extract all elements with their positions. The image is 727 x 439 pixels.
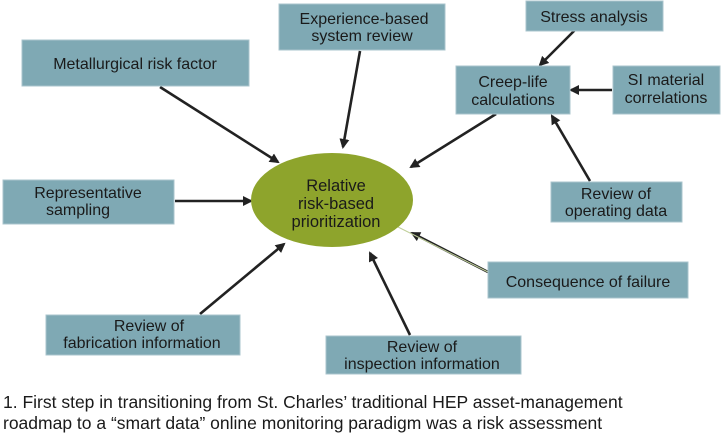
representative-label-line-2: sampling [46, 202, 110, 219]
consequence-label: Consequence of failure [506, 274, 671, 291]
box-inspection [325, 335, 522, 375]
arrow-operating-to-creep [550, 114, 592, 182]
node-review-of-fabrication-information: Review of fabrication information [45, 314, 241, 356]
consequence-guide-line [395, 225, 489, 273]
box-creep [455, 65, 571, 115]
center-ellipse [251, 153, 413, 247]
inspection-label-line-1: Review of [387, 339, 458, 356]
center-node: Relative risk-based prioritization [251, 153, 413, 247]
arrow-inspection-to-center [368, 251, 412, 336]
center-label-line-1: Relative [306, 177, 366, 195]
node-si-material-correlations: SI material correlations [612, 65, 721, 115]
si-label-line-1: SI material [628, 72, 704, 89]
node-experience-based-system-review: Experience-based system review [278, 3, 446, 51]
arrow-experience-to-center [339, 50, 362, 149]
operating-label-line-2: operating data [565, 203, 667, 220]
si-label-line-2: correlations [625, 90, 708, 107]
figure-caption: 1. First step in transitioning from St. … [3, 392, 725, 434]
center-label-line-3: prioritization [292, 213, 381, 231]
caption-line-2: roadmap to a “smart data” online monitor… [3, 413, 603, 433]
representative-label-line-1: Representative [34, 185, 142, 202]
experience-label-line-1: Experience-based [300, 11, 429, 28]
node-review-of-inspection-information: Review of inspection information [325, 335, 522, 375]
box-stress [525, 0, 664, 32]
box-fabrication [45, 314, 241, 356]
caption-line-1: 1. First step in transitioning from St. … [3, 392, 623, 412]
arrow-creep-to-center [409, 112, 497, 169]
experience-label-line-2: system review [311, 28, 413, 45]
node-creep-life-calculations: Creep-life calculations [455, 65, 571, 115]
arrow-fabrication-to-center [199, 242, 286, 315]
box-consequence [487, 261, 689, 299]
center-label-line-2: risk-based [298, 195, 374, 213]
connector-arrows [159, 28, 612, 336]
fabrication-label-line-2: fabrication information [63, 335, 220, 352]
arrow-stress-to-creep [538, 28, 577, 67]
node-consequence-of-failure: Consequence of failure [487, 261, 689, 299]
node-representative-sampling: Representative sampling [2, 179, 175, 225]
inspection-label-line-2: inspection information [344, 356, 500, 373]
arrow-metallurgical-to-center [159, 85, 280, 164]
box-operating [550, 181, 683, 223]
creep-label-line-2: calculations [471, 92, 555, 109]
box-si [612, 65, 721, 115]
risk-assessment-diagram: Relative risk-based prioritization Metal… [2, 0, 721, 375]
metallurgical-label: Metallurgical risk factor [53, 56, 217, 73]
fabrication-label-line-1: Review of [114, 318, 185, 335]
node-stress-analysis: Stress analysis [525, 0, 664, 32]
operating-label-line-1: Review of [581, 186, 652, 203]
box-representative [2, 179, 175, 225]
box-metallurgical [21, 39, 250, 87]
node-metallurgical-risk-factor: Metallurgical risk factor [21, 39, 250, 87]
box-experience [278, 3, 446, 51]
stress-label: Stress analysis [540, 9, 648, 26]
creep-label-line-1: Creep-life [478, 74, 547, 91]
node-review-of-operating-data: Review of operating data [550, 181, 683, 223]
